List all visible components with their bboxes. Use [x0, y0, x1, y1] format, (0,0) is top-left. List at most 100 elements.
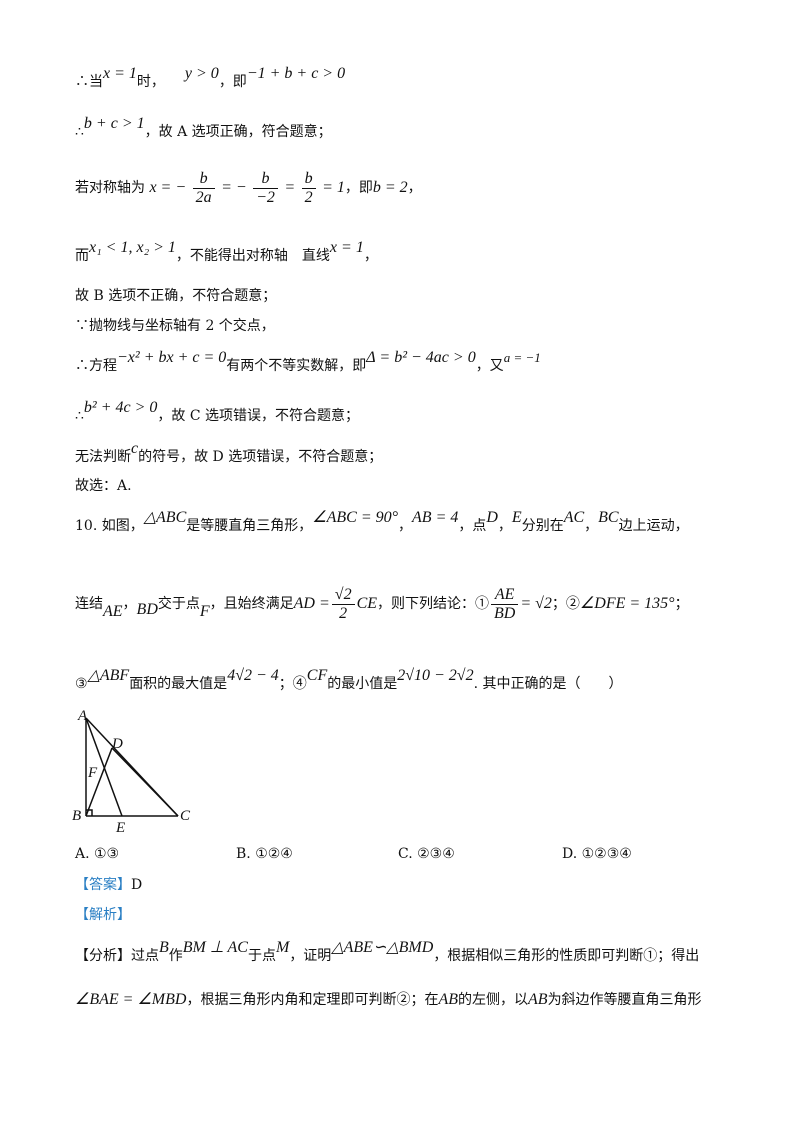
solution-line-8: ∴b² + 4c > 0，故 C 选项错误，不符合题意；	[75, 399, 360, 426]
analysis-label: 【解析】	[75, 907, 131, 923]
solution-line-1: ∴当x = 1时，y > 0，即−1 + b + c > 0	[75, 65, 345, 92]
math: E	[511, 509, 522, 526]
text: 有两个不等实数解，即	[226, 358, 367, 374]
math: ∠DFE = 135°	[579, 595, 675, 612]
choice-a[interactable]: A. ①③	[75, 846, 120, 862]
math: AB = 4	[412, 509, 459, 526]
label-f: F	[87, 765, 98, 781]
math: = √2	[520, 595, 552, 612]
text: ∴当	[75, 74, 103, 90]
math: F	[199, 603, 210, 620]
question-line-3: ③△ABF面积的最大值是4√2 − 4；④CF的最小值是2√10 − 2√2. …	[75, 667, 623, 694]
text: 若对称轴为	[75, 180, 145, 196]
math: CF	[306, 667, 328, 684]
solution-line-6: ∵抛物线与坐标轴有 2 个交点，	[75, 318, 275, 334]
text: ；④	[278, 676, 307, 692]
text: 10. 如图，	[75, 518, 144, 534]
text: ，点	[458, 518, 487, 534]
math: 4√2 − 4	[227, 667, 279, 684]
text: ，故 C 选项错误，不符合题意；	[157, 408, 360, 424]
solution-line-9: 无法判断c的符号，故 D 选项错误，不符合题意；	[75, 440, 383, 467]
text: 为斜边作等腰直角三角形	[547, 992, 702, 1008]
text: ，根据相似三角形的性质即可判断①；得出	[433, 948, 700, 964]
text: ③	[75, 676, 88, 692]
text: 于点	[247, 948, 276, 964]
text: ，即	[344, 180, 373, 196]
math: △ABE∽△BMD	[331, 939, 434, 956]
solution-line-4: 而x₁ < 1, x₂ > 1，不能得出对称轴 直线x = 1，	[75, 239, 378, 266]
math: AB	[528, 991, 548, 1008]
text: 是等腰直角三角形，	[186, 518, 313, 534]
math: CE	[356, 595, 378, 612]
analysis-line: 【解析】	[75, 905, 131, 925]
text: ，	[363, 248, 378, 264]
text: 无法判断	[75, 449, 131, 465]
text: ∴方程	[75, 358, 117, 374]
text: 的左侧，以	[458, 992, 529, 1008]
text: ，	[407, 180, 422, 196]
math: BM ⊥ AC	[182, 939, 248, 956]
text: 边上运动，	[618, 518, 689, 534]
text: ，	[122, 596, 137, 612]
math: x₁ < 1, x₂ > 1	[89, 239, 176, 256]
math: 2√10 − 2√2	[397, 667, 474, 684]
answer-line: 【答案】D	[75, 875, 142, 895]
choice-c[interactable]: C. ②③④	[398, 846, 455, 862]
segment-bd	[85, 747, 113, 817]
text: ，证明	[289, 948, 332, 964]
question-line-1: 10. 如图，△ABC是等腰直角三角形，∠ABC = 90°，AB = 4，点D…	[75, 509, 689, 536]
math: Δ = b² − 4ac > 0	[366, 349, 476, 366]
text: ，	[497, 518, 512, 534]
text: 的符号，故 D 选项错误，不符合题意；	[138, 449, 383, 465]
math: △ABF	[87, 667, 130, 684]
math: BD	[136, 601, 158, 618]
text: ，不能得出对称轴 直线	[175, 248, 330, 264]
math: = −	[221, 179, 247, 196]
text: ，则下列结论：①	[377, 596, 490, 612]
math: AC	[563, 509, 585, 526]
fenxi-label: 【分析】	[75, 948, 131, 964]
math: x = 1	[329, 239, 364, 256]
choice-b[interactable]: B. ①②④	[236, 846, 293, 862]
text: ∴	[75, 408, 84, 424]
math: b = 2	[372, 179, 408, 196]
fenxi-line-1: 【分析】过点B作BM ⊥ AC于点M，证明△ABE∽△BMD，根据相似三角形的性…	[75, 939, 700, 966]
answer-value: D	[131, 877, 143, 893]
text: . 其中正确的是（ ）	[473, 676, 623, 692]
math: M	[275, 939, 290, 956]
segment-dc	[111, 747, 179, 817]
math: B	[159, 939, 169, 956]
fraction: b−2	[253, 170, 278, 207]
math: BC	[598, 509, 619, 526]
math: x = 1	[103, 65, 137, 82]
math: ∠BAE = ∠MBD	[75, 991, 187, 1008]
label-d: D	[111, 736, 123, 752]
math: = 1	[322, 179, 345, 196]
math: =	[284, 179, 296, 196]
text: 交于点	[157, 596, 200, 612]
text: ∴	[75, 124, 84, 140]
text: ，根据三角形内角和定理即可判断②；在	[186, 992, 439, 1008]
text: ；②	[551, 596, 580, 612]
text: 连结	[75, 596, 103, 612]
math: −1 + b + c > 0	[246, 65, 346, 82]
solution-line-7: ∴方程−x² + bx + c = 0有两个不等实数解，即Δ = b² − 4a…	[75, 349, 541, 376]
math: x = −	[149, 179, 187, 196]
text: 而	[75, 248, 89, 264]
math: c	[131, 440, 139, 457]
math: y > 0	[184, 65, 219, 82]
solution-line-10: 故选：A.	[75, 478, 132, 494]
text: ，又	[475, 358, 504, 374]
choice-d[interactable]: D. ①②③④	[562, 846, 632, 862]
text: 分别在	[521, 518, 564, 534]
label-a: A	[77, 708, 88, 724]
math: AB	[438, 991, 459, 1008]
math: △ABC	[143, 509, 187, 526]
fenxi-line-2: ∠BAE = ∠MBD，根据三角形内角和定理即可判断②；在AB的左侧，以AB为斜…	[75, 990, 702, 1010]
